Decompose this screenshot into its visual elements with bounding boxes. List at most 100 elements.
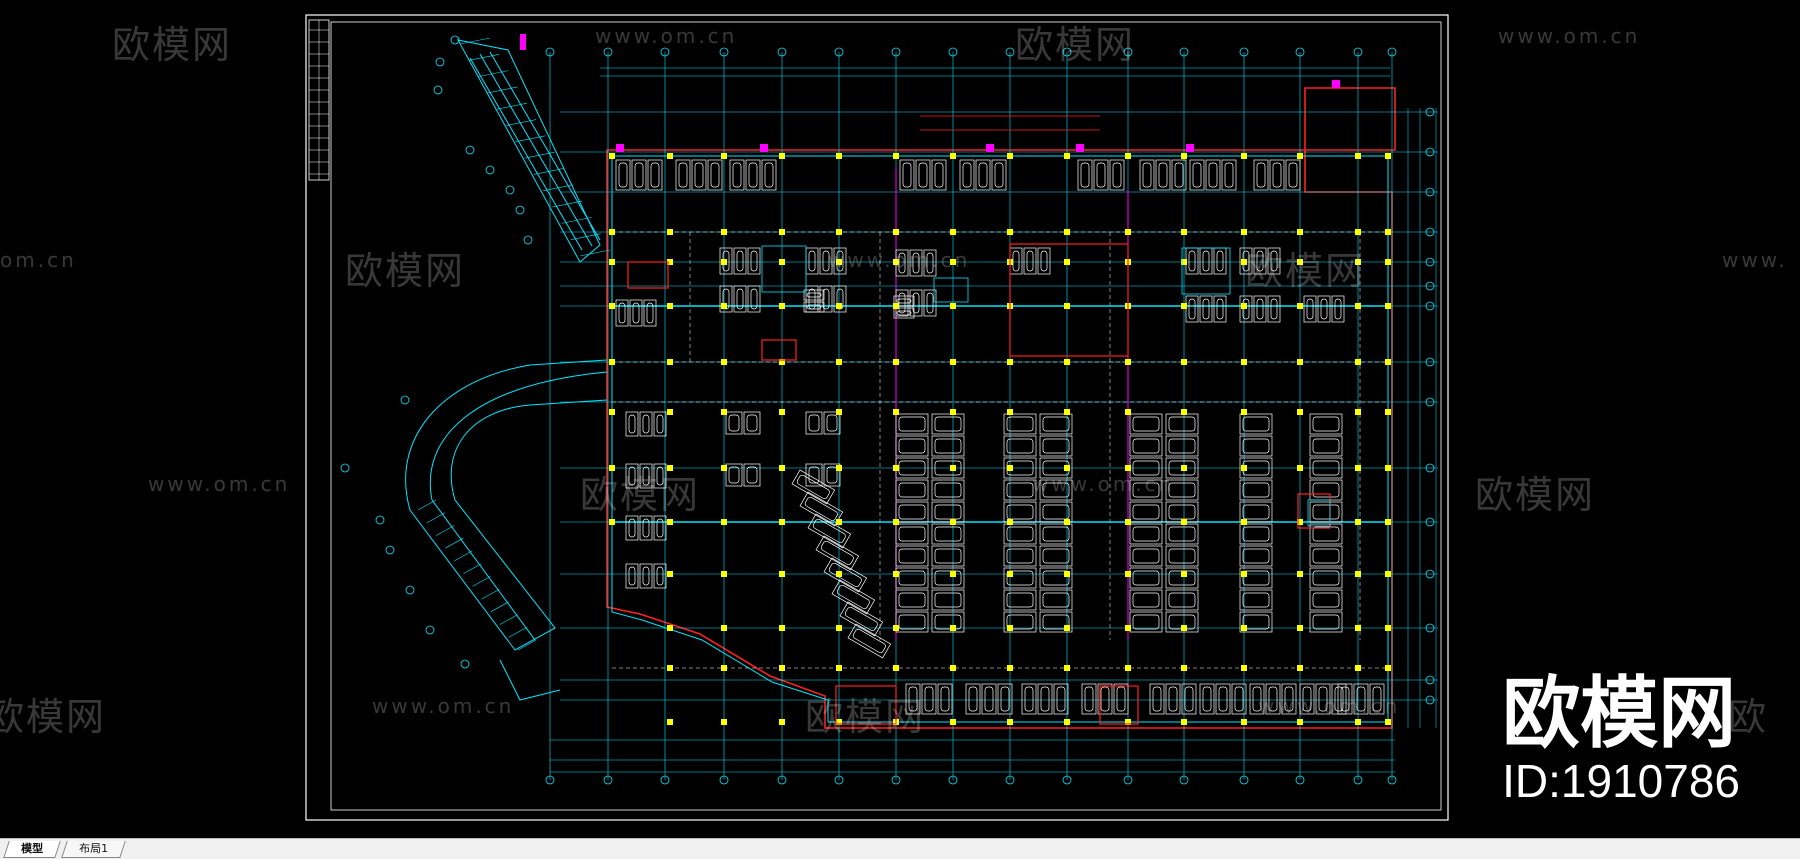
car-symbol [1270,250,1278,272]
parking-stall [1039,567,1073,589]
tab-model[interactable]: 模型 [3,841,61,858]
layout-tab-bar: 模型 布局1 [0,838,1800,859]
parking-stall [833,285,847,313]
structural-column [1064,303,1070,309]
structural-column [893,665,899,671]
parking-stall [747,285,761,313]
ramp-hatch-line [561,217,592,224]
structural-column [836,719,842,725]
structural-column [1181,359,1187,365]
structural-column [1181,303,1187,309]
car-symbol [1202,250,1210,272]
parking-stall [747,247,761,275]
tab-model-label: 模型 [21,842,44,855]
ramp-hatch-line [426,512,446,523]
parking-stall [1165,611,1199,633]
car-symbol [1132,416,1160,432]
parking-stall [819,247,833,275]
parking-stall [1265,683,1281,715]
structural-column [779,229,785,235]
car-symbol [1208,162,1218,188]
cad-model-space[interactable]: 欧模网 www.om.cn 欧模网 www.om.cn om.cn 欧模网 ww… [0,0,1800,838]
parking-stall [833,247,847,275]
parking-stall [1023,247,1037,275]
structural-column [1181,571,1187,577]
parking-floor-plan-drawing[interactable] [0,0,1800,838]
parking-stall [909,289,923,317]
car-symbol [1174,162,1184,188]
structural-column [1297,719,1303,725]
parking-stall [805,463,823,487]
structural-column [1385,409,1391,415]
structural-column [1007,571,1013,577]
magenta-markers [520,34,1340,152]
parking-stall [807,513,852,549]
structural-column [779,571,785,577]
axis-bubble [1295,775,1305,785]
parking-stall [639,463,653,489]
parking-stall [1129,523,1163,545]
diagonal-stall [839,601,884,637]
structural-column [1241,571,1247,577]
parking-stall [1249,683,1265,715]
ramp-hatch-line [499,614,518,625]
ramp-hatch-line [436,525,455,536]
car-symbol [898,438,926,454]
structural-column [1297,409,1303,415]
car-symbol [898,526,926,542]
parking-stall [1165,457,1199,479]
structural-column [950,571,956,577]
axis-bubble [1425,147,1435,157]
parking-stall [1129,479,1163,501]
tab-layout1[interactable]: 布局1 [61,841,126,858]
car-symbol [1006,592,1034,608]
parking-stall [931,545,965,567]
parking-stall [1129,611,1163,633]
parking-stall [1239,545,1273,567]
parking-stall [1239,611,1273,633]
car-symbol [656,414,664,434]
car-symbol [1168,592,1196,608]
ramp-hatch-line [533,168,564,175]
structural-column [1007,665,1013,671]
structural-column [1385,359,1391,365]
parking-stall [733,247,747,275]
structural-column [609,303,615,309]
axis-bubble [1353,775,1363,785]
car-symbol [1042,504,1070,520]
car-symbol [822,250,830,272]
parking-stall [653,411,667,437]
parking-stall [1003,501,1037,523]
car-symbol [1006,614,1034,630]
structural-column [836,625,842,631]
structural-column [893,409,899,415]
car-symbol [898,570,926,586]
car-symbol [852,628,886,654]
parking-stall [615,299,629,327]
parking-stall [653,463,667,489]
parking-stall [931,523,965,545]
structural-column [1385,229,1391,235]
parking-stall [1309,523,1343,545]
car-symbol [746,414,758,432]
structural-column [779,465,785,471]
car-symbol [828,562,862,588]
car-symbol [642,518,650,538]
parking-stall [1165,545,1199,567]
structural-column [667,359,673,365]
car-symbol [1312,438,1340,454]
axis-bubble [891,47,901,57]
diagonal-stall [831,579,876,615]
axis-bubble [777,47,787,57]
axis-bubble [485,165,495,175]
car-symbol [634,162,644,188]
car-symbol [1132,548,1160,564]
parking-stall [719,285,733,313]
car-symbol [826,466,838,484]
car-symbol [1312,526,1340,542]
car-symbol [1242,570,1270,586]
structural-column [1355,259,1361,265]
parking-stall [931,457,965,479]
car-symbol [1056,686,1066,712]
structural-column [893,571,899,577]
